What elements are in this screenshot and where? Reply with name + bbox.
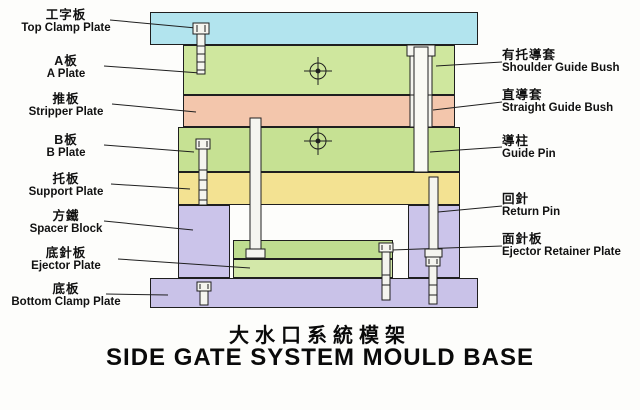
plate-a xyxy=(183,45,455,95)
label-guide-pin-en: Guide Pin xyxy=(502,148,556,160)
label-ejector-plate-en: Ejector Plate xyxy=(31,260,101,272)
diagram-title-zh: 大水口系統模架 xyxy=(229,325,411,347)
label-support-plate-zh: 托板 xyxy=(52,172,80,186)
spacer-block-left xyxy=(178,205,230,278)
label-stripper-plate-en: Stripper Plate xyxy=(28,106,104,118)
plate-ejector-retainer xyxy=(233,240,393,259)
label-ejector-plate-zh: 底針板 xyxy=(45,246,87,260)
label-ejector-retainer-plate-zh: 面針板 xyxy=(502,232,543,246)
plate-ejector xyxy=(233,259,393,278)
label-return-pin: 回針 Return Pin xyxy=(502,192,638,219)
label-top-clamp-plate-en: Top Clamp Plate xyxy=(21,22,111,34)
plate-support xyxy=(178,172,460,205)
label-b-plate: B板 B Plate xyxy=(0,133,132,160)
label-a-plate: A板 A Plate xyxy=(0,54,132,81)
label-support-plate-en: Support Plate xyxy=(28,186,104,198)
plate-stripper xyxy=(183,95,455,127)
label-straight-guide-bush-zh: 直導套 xyxy=(502,88,543,102)
label-shoulder-guide-bush-zh: 有托導套 xyxy=(502,48,557,62)
label-ejector-retainer-plate-en: Ejector Retainer Plate xyxy=(502,246,621,258)
label-bottom-clamp-plate-en: Bottom Clamp Plate xyxy=(11,296,121,308)
label-straight-guide-bush-en: Straight Guide Bush xyxy=(502,102,614,114)
plate-bottom-clamp xyxy=(150,278,478,308)
label-return-pin-en: Return Pin xyxy=(502,206,561,218)
label-ejector-plate: 底針板 Ejector Plate xyxy=(0,246,132,273)
label-bottom-clamp-plate: 底板 Bottom Clamp Plate xyxy=(0,282,132,309)
spacer-block-right xyxy=(408,205,460,278)
label-shoulder-guide-bush-en: Shoulder Guide Bush xyxy=(502,62,620,74)
label-b-plate-en: B Plate xyxy=(46,147,86,159)
label-a-plate-en: A Plate xyxy=(46,68,86,80)
label-a-plate-zh: A板 xyxy=(54,54,78,68)
plate-top-clamp xyxy=(150,12,478,45)
label-bottom-clamp-plate-zh: 底板 xyxy=(52,282,80,296)
label-support-plate: 托板 Support Plate xyxy=(0,172,132,199)
label-return-pin-zh: 回針 xyxy=(502,192,530,206)
label-b-plate-zh: B板 xyxy=(54,133,78,147)
label-top-clamp-plate-zh: 工字板 xyxy=(45,8,87,22)
label-spacer-block-zh: 方鐵 xyxy=(52,209,80,223)
diagram-title-en: SIDE GATE SYSTEM MOULD BASE xyxy=(106,344,534,371)
label-spacer-block-en: Spacer Block xyxy=(29,223,103,235)
label-stripper-plate: 推板 Stripper Plate xyxy=(0,92,132,119)
label-stripper-plate-zh: 推板 xyxy=(52,92,80,106)
plate-b xyxy=(178,127,460,172)
label-straight-guide-bush: 直導套 Straight Guide Bush xyxy=(502,88,638,115)
label-ejector-retainer-plate: 面針板 Ejector Retainer Plate xyxy=(502,232,638,259)
label-shoulder-guide-bush: 有托導套 Shoulder Guide Bush xyxy=(502,48,638,75)
label-guide-pin-zh: 導柱 xyxy=(502,134,530,148)
label-top-clamp-plate: 工字板 Top Clamp Plate xyxy=(0,8,132,35)
label-guide-pin: 導柱 Guide Pin xyxy=(502,134,638,161)
label-spacer-block: 方鐵 Spacer Block xyxy=(0,209,132,236)
